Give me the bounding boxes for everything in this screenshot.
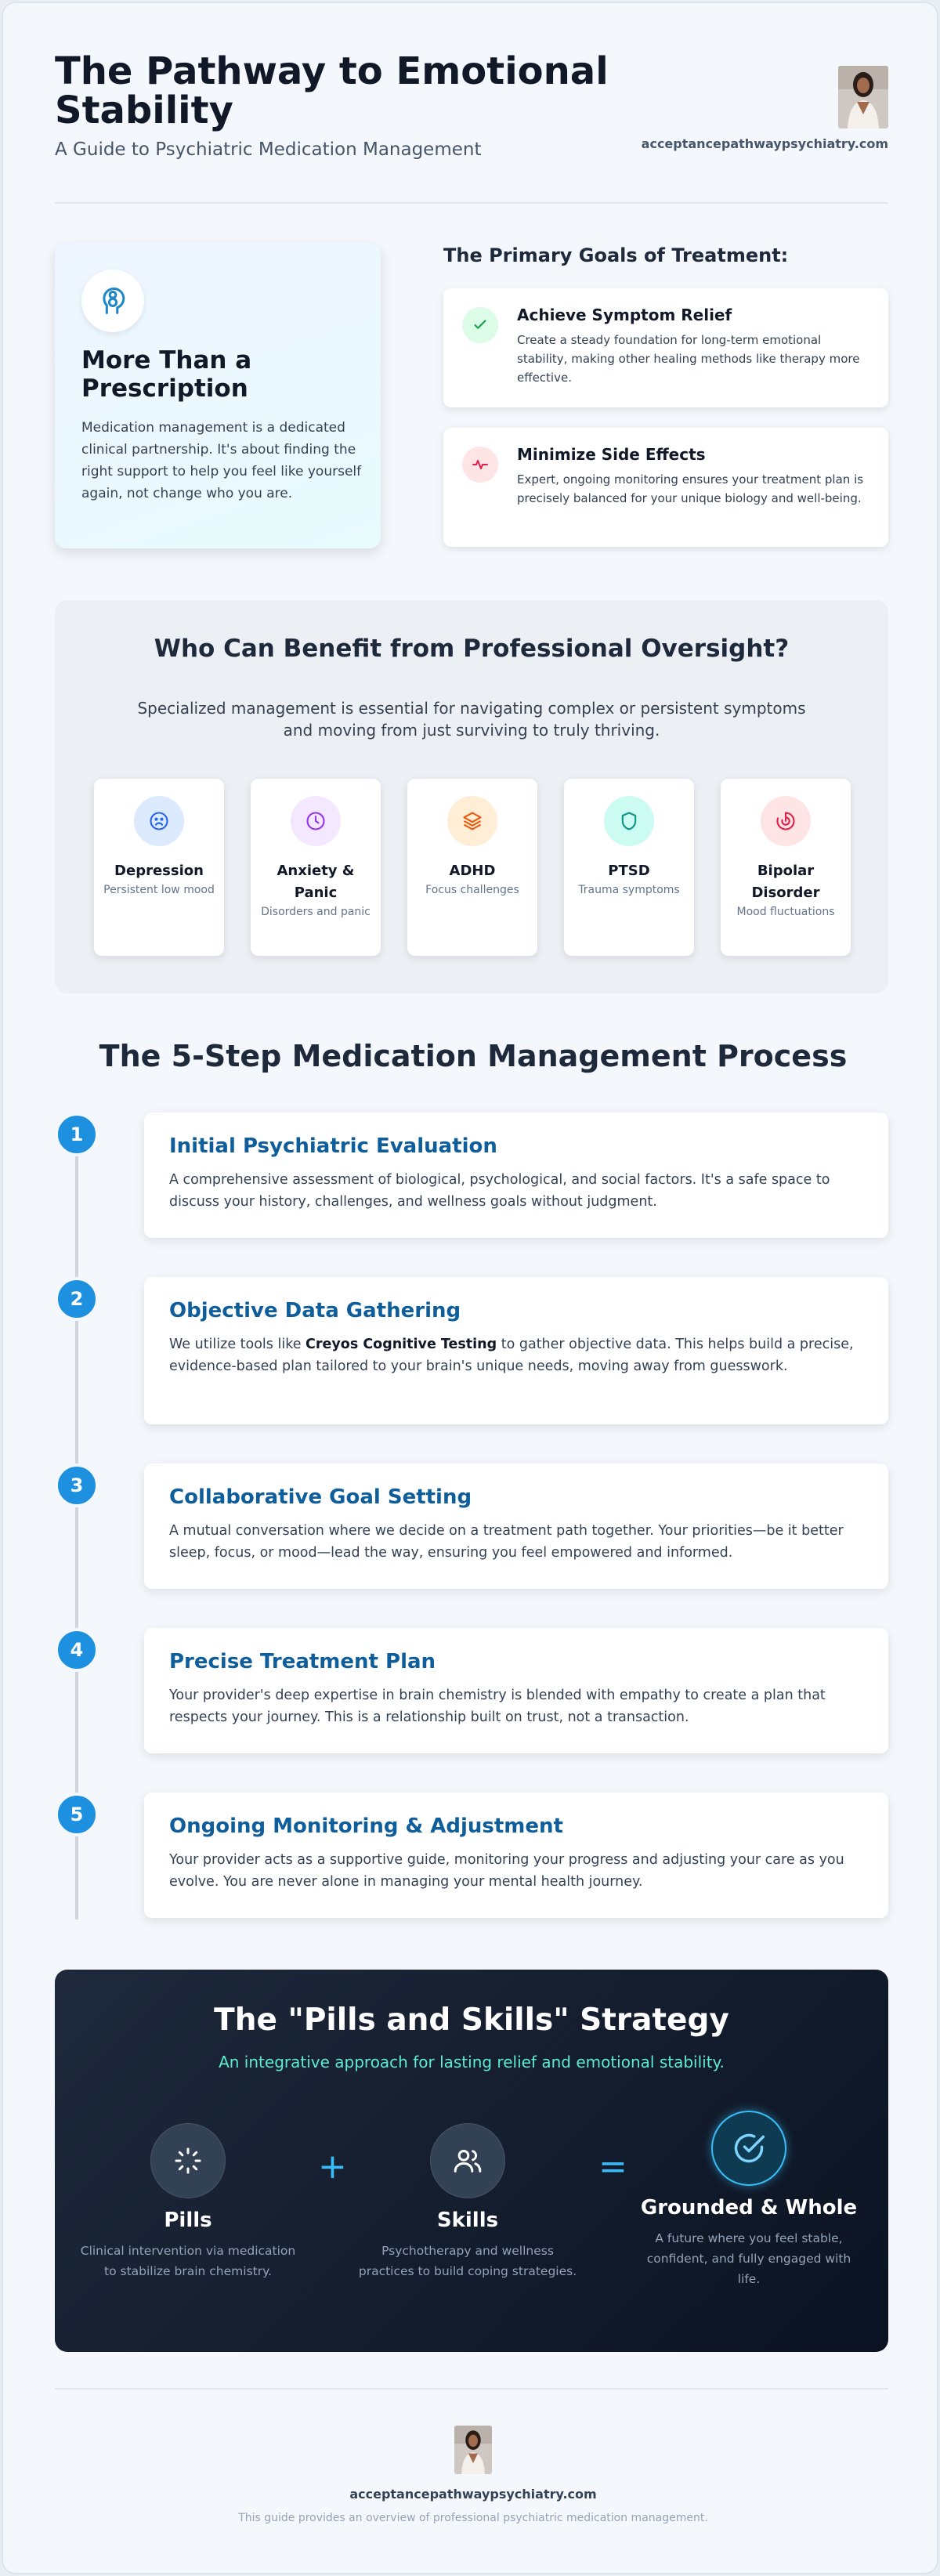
- website-link[interactable]: acceptancepathwaypsychiatry.com: [641, 136, 888, 151]
- step-text: A mutual conversation where we decide on…: [169, 1523, 844, 1561]
- step-title: Objective Data Gathering: [169, 1299, 461, 1322]
- step-title: Initial Psychiatric Evaluation: [169, 1134, 497, 1158]
- footer-note: This guide provides an overview of profe…: [238, 2512, 708, 2524]
- step-card: Precise Treatment Plan Your provider's d…: [144, 1628, 888, 1753]
- intro-card: More Than a Prescription Medication mana…: [55, 243, 381, 548]
- intro-heading: More Than a Prescription: [81, 346, 252, 403]
- strategy-desc: A future where you feel stable, confiden…: [646, 2231, 851, 2286]
- step-text: A comprehensive assessment of biological…: [169, 1172, 830, 1210]
- goal-card: Minimize Side Effects Expert, ongoing mo…: [443, 428, 888, 547]
- check-circle-icon: [711, 2111, 786, 2186]
- step-card: Initial Psychiatric Evaluation A compreh…: [144, 1113, 888, 1238]
- pulse-icon: [462, 447, 498, 483]
- footer-website-link[interactable]: acceptancepathwaypsychiatry.com: [349, 2487, 597, 2502]
- provider-photo: [838, 66, 888, 128]
- strategy-item-pills: Pills Clinical intervention via medicati…: [74, 2123, 302, 2281]
- loader-icon: [150, 2123, 226, 2198]
- condition-desc: Persistent low mood: [103, 884, 215, 896]
- condition-desc: Mood fluctuations: [736, 906, 835, 918]
- step-card: Ongoing Monitoring & Adjustment Your pro…: [144, 1793, 888, 1918]
- step-number: 4: [55, 1628, 99, 1672]
- step-card: Collaborative Goal Setting A mutual conv…: [144, 1463, 888, 1589]
- step-title: Precise Treatment Plan: [169, 1650, 436, 1673]
- footer-provider-photo: [454, 2426, 492, 2474]
- page-title: The Pathway to Emotional Stability: [55, 49, 609, 132]
- header: The Pathway to Emotional Stability A Gui…: [55, 52, 888, 161]
- equals-icon: =: [598, 2147, 627, 2187]
- intro-text: Medication management is a dedicated cli…: [81, 420, 362, 501]
- plus-icon: +: [318, 2147, 347, 2187]
- clock-icon: [291, 796, 341, 846]
- strategy-desc: Psychotherapy and wellness practices to …: [358, 2244, 577, 2278]
- strategy-desc: Clinical intervention via medication to …: [80, 2244, 296, 2278]
- step-text: Your provider's deep expertise in brain …: [169, 1688, 826, 1725]
- goal-card: Achieve Symptom Relief Create a steady f…: [443, 288, 888, 407]
- benefit-section: Who Can Benefit from Professional Oversi…: [55, 600, 888, 993]
- strategy-name: Pills: [164, 2209, 212, 2232]
- condition-desc: Focus challenges: [425, 884, 519, 896]
- step-number: 5: [55, 1793, 99, 1836]
- goal-text: Expert, ongoing monitoring ensures your …: [517, 472, 864, 505]
- users-icon: [430, 2123, 505, 2198]
- strategy-item-result: Grounded & Whole A future where you feel…: [634, 2111, 863, 2289]
- goal-text: Create a steady foundation for long-term…: [517, 333, 860, 385]
- goal-title: Minimize Side Effects: [517, 445, 706, 464]
- condition-desc: Disorders and panic: [261, 906, 371, 918]
- check-icon: [462, 307, 498, 343]
- step-title: Ongoing Monitoring & Adjustment: [169, 1814, 563, 1838]
- divider: [55, 202, 888, 204]
- strategy-item-skills: Skills Psychotherapy and wellness practi…: [353, 2123, 582, 2281]
- creyos-testing-label: Creyos Cognitive Testing: [306, 1337, 497, 1352]
- step-title: Collaborative Goal Setting: [169, 1485, 472, 1509]
- goals-title: The Primary Goals of Treatment:: [443, 244, 789, 266]
- page-subtitle: A Guide to Psychiatric Medication Manage…: [55, 139, 482, 160]
- step-number: 2: [55, 1277, 99, 1321]
- benefit-text: Specialized management is essential for …: [137, 699, 806, 740]
- strategy-title: The "Pills and Skills" Strategy: [214, 2003, 729, 2038]
- step-card: Objective Data Gathering We utilize tool…: [144, 1277, 888, 1424]
- head-icon: [81, 270, 144, 332]
- benefit-title: Who Can Benefit from Professional Oversi…: [154, 635, 790, 663]
- footer-divider: [55, 2388, 888, 2390]
- frown-face-icon: [134, 796, 184, 846]
- step-text: Your provider acts as a supportive guide…: [169, 1852, 844, 1890]
- strategy-name: Grounded & Whole: [640, 2196, 858, 2220]
- step-number: 1: [55, 1113, 99, 1156]
- timeline-line: [75, 1138, 78, 1919]
- condition-desc: Trauma symptoms: [578, 884, 680, 896]
- strategy-name: Skills: [436, 2209, 499, 2232]
- layers-icon: [447, 796, 497, 846]
- pie-swirl-icon: [761, 796, 811, 846]
- steps-title: The 5-Step Medication Management Process: [99, 1039, 848, 1073]
- goal-title: Achieve Symptom Relief: [517, 306, 732, 324]
- step-text: We utilize tools like Creyos Cognitive T…: [169, 1337, 854, 1374]
- shield-icon: [604, 796, 654, 846]
- step-number: 3: [55, 1463, 99, 1507]
- strategy-section: The "Pills and Skills" Strategy An integ…: [55, 1970, 888, 2352]
- strategy-subtitle: An integrative approach for lasting reli…: [219, 2053, 725, 2071]
